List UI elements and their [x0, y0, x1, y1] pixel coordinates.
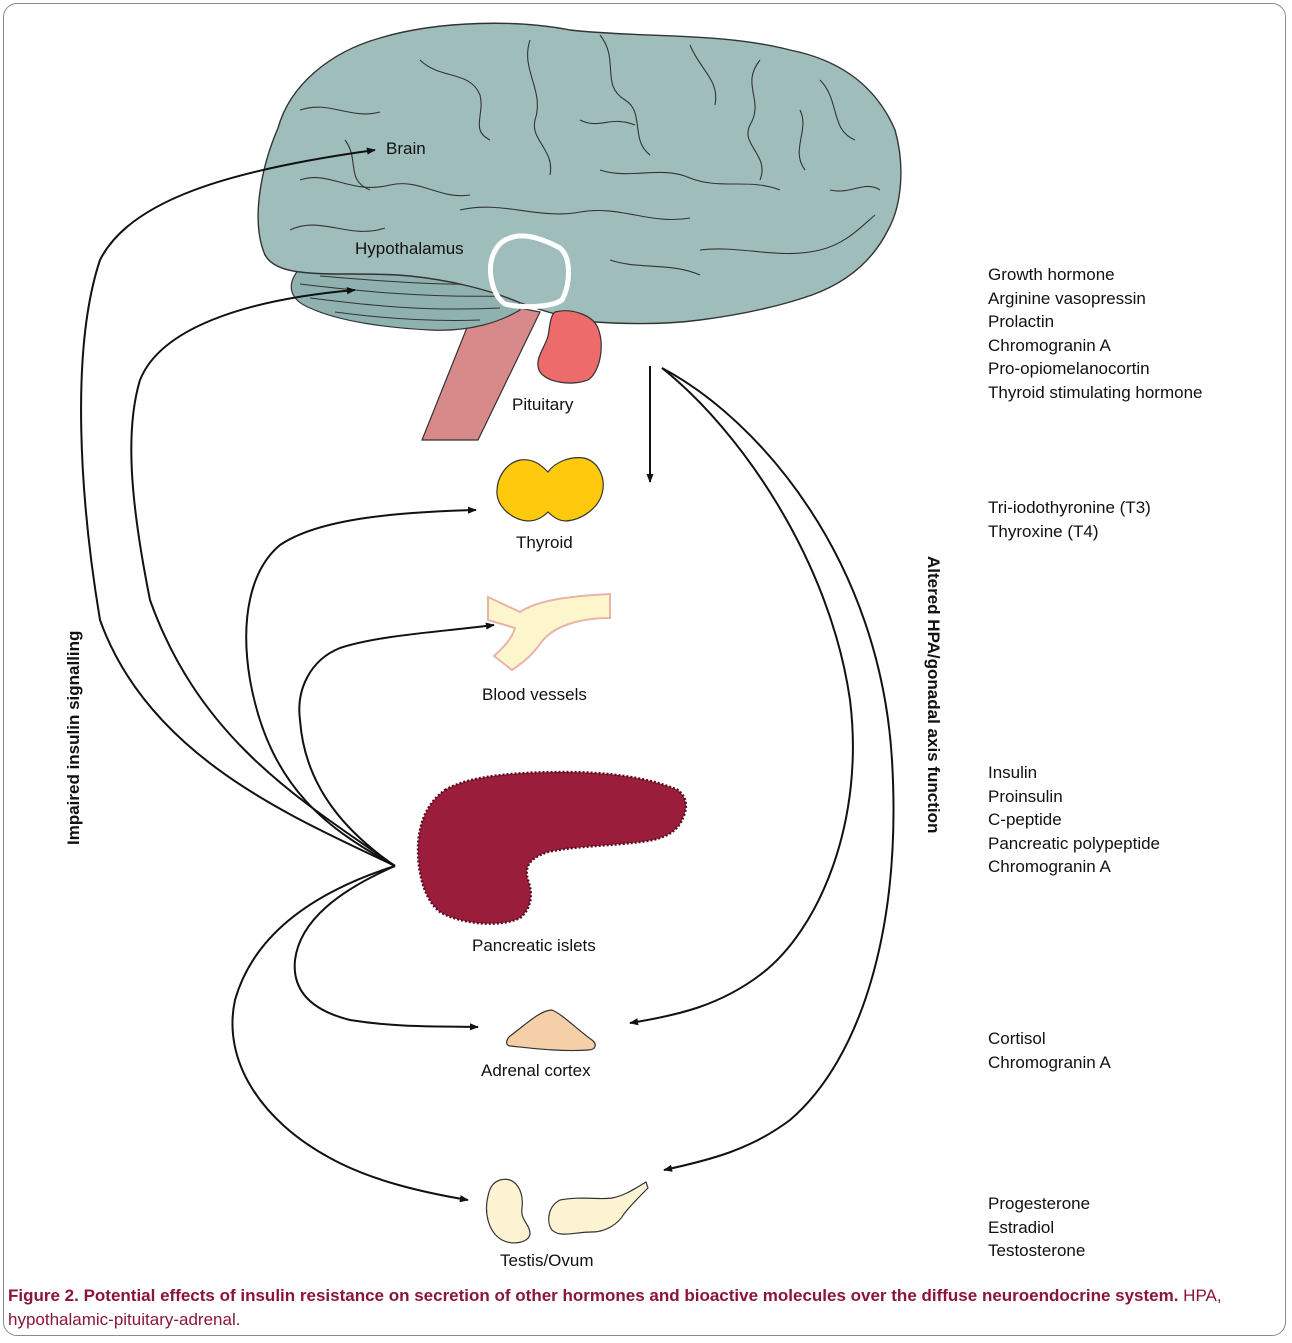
hormone-list-adrenal: Cortisol Chromogranin A: [988, 1027, 1111, 1074]
ovary-shape: [549, 1182, 648, 1234]
hormone-item: Pancreatic polypeptide: [988, 832, 1160, 856]
hormone-item: Progesterone: [988, 1192, 1090, 1216]
hormone-item: Pro-opiomelanocortin: [988, 357, 1202, 381]
hormone-item: C-peptide: [988, 808, 1160, 832]
adrenal-shape: [507, 1010, 596, 1051]
label-adrenal-cortex: Adrenal cortex: [481, 1061, 591, 1080]
hormone-item: Estradiol: [988, 1216, 1090, 1240]
label-altered-hpa-gonadal-axis: Altered HPA/gonadal axis function: [924, 556, 943, 833]
hormone-item: Chromogranin A: [988, 334, 1202, 358]
pituitary-shape: [538, 311, 601, 383]
hormone-item: Tri-iodothyronine (T3): [988, 496, 1151, 520]
hormone-list-pituitary: Growth hormone Arginine vasopressin Prol…: [988, 263, 1202, 404]
hormone-item: Chromogranin A: [988, 855, 1160, 879]
neuroendocrine-diagram: Brain Hypothalamus Pituitary Thyroid Blo…: [0, 0, 1292, 1280]
hormone-item: Proinsulin: [988, 785, 1160, 809]
label-pancreatic-islets: Pancreatic islets: [472, 936, 596, 955]
hormone-item: Arginine vasopressin: [988, 287, 1202, 311]
hormone-item: Thyroid stimulating hormone: [988, 381, 1202, 405]
hormone-item: Growth hormone: [988, 263, 1202, 287]
label-blood-vessels: Blood vessels: [482, 685, 587, 704]
blood-vessel-shape: [488, 594, 610, 670]
label-hypothalamus: Hypothalamus: [355, 239, 464, 258]
figure-caption: Figure 2. Potential effects of insulin r…: [8, 1284, 1283, 1332]
hormone-item: Cortisol: [988, 1027, 1111, 1051]
hormone-item: Insulin: [988, 761, 1160, 785]
arrow-pituitary-to-adrenal: [630, 368, 853, 1023]
arrow-pancreas-to-gonads: [232, 866, 468, 1200]
arrow-pituitary-to-gonads: [662, 368, 893, 1170]
caption-title: Figure 2. Potential effects of insulin r…: [8, 1286, 1178, 1305]
label-pituitary: Pituitary: [512, 395, 574, 414]
label-thyroid: Thyroid: [516, 533, 573, 552]
hormone-item: Chromogranin A: [988, 1051, 1111, 1075]
testis-shape: [487, 1179, 530, 1243]
label-testis-ovum: Testis/Ovum: [500, 1251, 594, 1270]
label-brain: Brain: [386, 139, 426, 158]
hormone-item: Testosterone: [988, 1239, 1090, 1263]
thyroid-shape: [497, 458, 603, 521]
hormone-item: Thyroxine (T4): [988, 520, 1151, 544]
arrow-pancreas-to-hypothalamus: [131, 290, 395, 866]
hormone-list-gonads: Progesterone Estradiol Testosterone: [988, 1192, 1090, 1263]
pancreas-shape: [418, 772, 686, 924]
hormone-item: Prolactin: [988, 310, 1202, 334]
label-impaired-insulin-signalling: Impaired insulin signalling: [64, 631, 83, 845]
hormone-list-pancreas: Insulin Proinsulin C-peptide Pancreatic …: [988, 761, 1160, 879]
hormone-list-thyroid: Tri-iodothyronine (T3) Thyroxine (T4): [988, 496, 1151, 543]
